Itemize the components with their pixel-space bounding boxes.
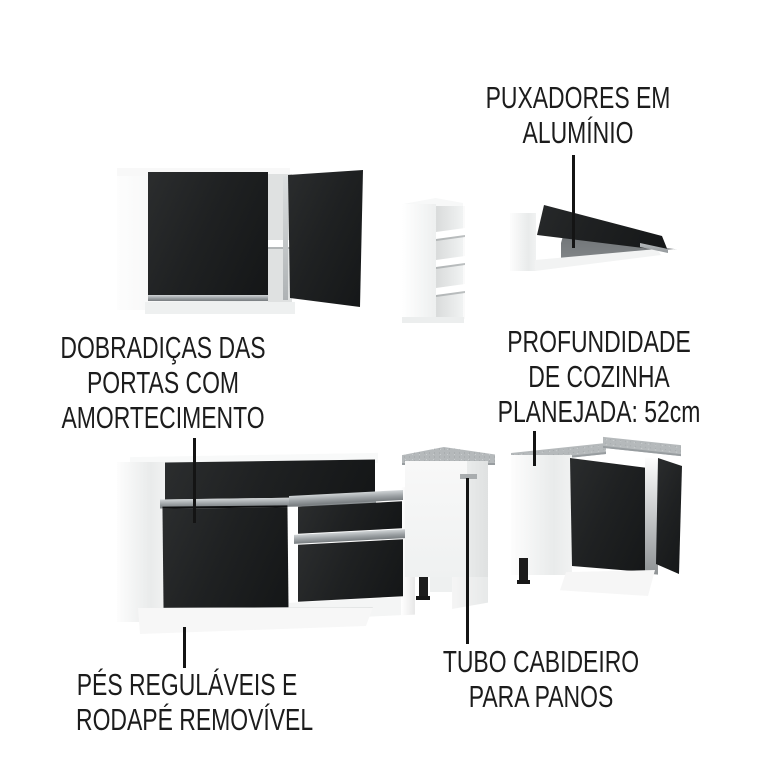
towel-cabinet-support-panel: [452, 577, 488, 609]
corner-cabinet-interior-reflection: [645, 457, 658, 575]
open-shelf-unit: [402, 198, 466, 324]
wall-cabinet-open-door: [288, 170, 363, 307]
callout-handles-line2: ALUMÍNIO: [522, 115, 634, 150]
callout-feet-line2: RODAPÉ REMOVÍVEL: [76, 702, 314, 737]
shelf-unit-top: [402, 198, 463, 207]
corner-cabinet-plinth: [560, 570, 655, 596]
callout-hinges-line3: AMORTECIMENTO: [61, 400, 265, 435]
towel-cabinet-handle: [460, 474, 477, 479]
callout-depth-line3: PLANEJADA: 52cm: [497, 394, 701, 429]
leader-line-feet: [183, 627, 186, 668]
wall-cabinet-two-doors: [117, 168, 367, 318]
wall-cabinet-hinge-strip: [283, 176, 288, 300]
callout-feet: PÉS REGULÁVEIS E RODAPÉ REMOVÍVEL: [76, 667, 314, 737]
leader-line-towel-tube: [466, 478, 469, 644]
wall-cabinet-left-door-handle: [148, 295, 268, 301]
towel-cabinet-foot: [419, 577, 428, 598]
drawer-front-1: [298, 501, 402, 534]
callout-handles: PUXADORES EM ALUMÍNIO: [467, 80, 689, 150]
base-cabinet-side-panel: [117, 462, 165, 622]
callout-hinges-line2: PORTAS COM: [86, 365, 240, 400]
shelf-unit-side-panel: [402, 204, 436, 321]
leader-line-depth: [533, 431, 536, 466]
callout-towel-tube: TUBO CABIDEIRO PARA PANOS: [430, 644, 652, 714]
shelf-unit-bottom-edge: [402, 317, 464, 323]
corner-cabinet-foot: [519, 558, 528, 582]
leader-line-handles: [572, 155, 575, 248]
wall-cabinet-left-door: [148, 172, 268, 300]
base-cabinet-open-door: [162, 505, 289, 612]
towel-cabinet-door: [405, 461, 467, 577]
wall-cabinet-bottom-edge: [145, 302, 295, 314]
callout-hinges-line1: DOBRADIÇAS DAS: [60, 330, 266, 365]
callout-towel-tube-line2: PARA PANOS: [468, 679, 614, 714]
callout-depth-line2: DE COZINHA: [528, 359, 670, 394]
wall-cabinet-liftup: [509, 203, 677, 275]
towel-cabinet-recess: [430, 577, 452, 592]
callout-hinges: DOBRADIÇAS DAS PORTAS COM AMORTECIMENTO: [52, 330, 274, 435]
towel-cabinet-side-panel: [467, 461, 488, 581]
drawer-front-2: [298, 539, 403, 602]
callout-depth-line1: PROFUNDIDADE: [507, 324, 691, 359]
corner-countertop-right: [603, 436, 681, 457]
corner-cabinet-door: [570, 458, 648, 572]
towel-cabinet-foot-base: [416, 596, 430, 600]
corner-cabinet-side-panel: [511, 455, 572, 575]
base-cabinet-towel-rail: [400, 444, 496, 616]
base-cabinet-plinth: [138, 607, 373, 634]
liftup-door-handle: [640, 243, 668, 253]
callout-towel-tube-line1: TUBO CABIDEIRO: [442, 644, 640, 679]
wall-cabinet-shelf: [268, 240, 292, 247]
base-cabinet-sink: [117, 452, 417, 640]
callout-feet-line1: PÉS REGULÁVEIS E: [76, 667, 298, 702]
corner-cabinet-open-door: [656, 458, 682, 574]
callout-depth: PROFUNDIDADE DE COZINHA PLANEJADA: 52cm: [488, 324, 710, 429]
corner-cabinet-foot-base: [517, 580, 530, 584]
base-cabinet-corner: [505, 436, 685, 600]
leader-line-hinges: [193, 438, 196, 523]
callout-handles-line1: PUXADORES EM: [485, 80, 671, 115]
liftup-side-panel: [510, 213, 536, 271]
